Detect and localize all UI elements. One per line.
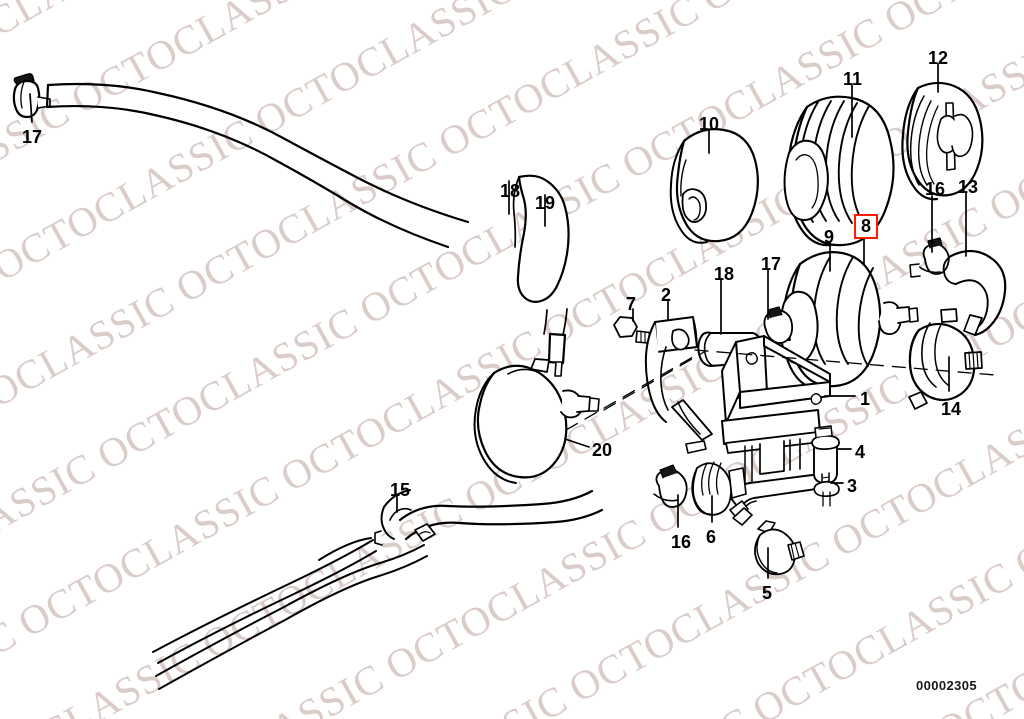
part-16-hose-clamp-left <box>653 464 688 508</box>
part-15-lower-fuel-hose <box>152 489 604 690</box>
part-number-label-18: 18 <box>714 264 735 284</box>
part-number-label-8: 8 <box>854 214 879 239</box>
part-1-mounting-bracket <box>721 335 831 526</box>
part-number-label-5: 5 <box>762 583 773 603</box>
part-number-label-18: 18 <box>500 181 521 201</box>
part-number-label-17: 17 <box>22 127 43 147</box>
part-number-label-16: 16 <box>925 179 946 199</box>
part-6-hose-clamp <box>691 461 747 516</box>
part-number-label-17: 17 <box>761 254 782 274</box>
part-number-label-6: 6 <box>706 527 717 547</box>
part-5-fuel-valve <box>754 520 805 576</box>
part-number-label-19: 19 <box>535 193 556 213</box>
part-number-label-14: 14 <box>941 399 962 419</box>
part-number-label-7: 7 <box>626 294 637 314</box>
diagram-id-number: 00002305 <box>916 678 978 693</box>
part-number-label-12: 12 <box>928 48 949 68</box>
part-14-pressure-regulator <box>908 308 983 410</box>
part-number-label-3: 3 <box>847 476 858 496</box>
part-10-filter-element <box>669 128 759 244</box>
part-2-filter-bracket-clamp <box>644 316 713 454</box>
part-number-label-10: 10 <box>699 114 720 134</box>
part-number-label-11: 11 <box>843 69 863 89</box>
assembly-reference-lines <box>565 349 996 431</box>
part-number-label-13: 13 <box>958 177 979 197</box>
part-20-pressure-accumulator <box>473 358 600 484</box>
part-number-label-1: 1 <box>860 389 871 409</box>
part-12-filter-cover <box>901 81 984 201</box>
part-18-upper-fuel-hose <box>45 82 470 249</box>
part-3-mounting-bolt-lower <box>813 480 840 507</box>
label-leader-lines <box>29 63 967 579</box>
part-11-fuel-filter-large <box>783 95 895 247</box>
part-19-hose-elbow-boot <box>512 174 570 377</box>
part-13-return-hose <box>942 249 1007 337</box>
part-number-label-9: 9 <box>824 227 835 247</box>
part-number-label-2: 2 <box>661 285 672 305</box>
part-number-label-20: 20 <box>592 440 613 460</box>
part-number-label-4: 4 <box>855 442 866 462</box>
part-number-label-16: 16 <box>671 532 692 552</box>
part-17-upper-hose-clamp <box>12 73 51 119</box>
part-number-label-15: 15 <box>390 480 411 500</box>
